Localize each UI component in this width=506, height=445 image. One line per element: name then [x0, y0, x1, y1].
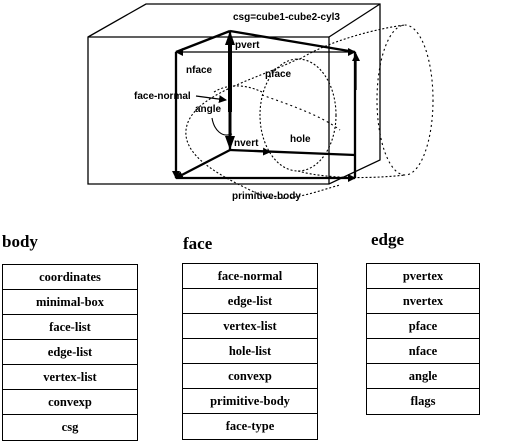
- face-attr-face-normal: face-normal: [183, 264, 317, 289]
- body-attr-coordinates: coordinates: [3, 265, 137, 290]
- angle-arc: [211, 85, 263, 136]
- edge-attr-pvertex: pvertex: [367, 264, 479, 289]
- face-attribute-table: face-normal edge-list vertex-list hole-l…: [182, 263, 318, 440]
- edge-attr-angle: angle: [367, 364, 479, 389]
- csg-label: csg=cube1-cube2-cyl3: [233, 12, 340, 23]
- edge-attr-pface: pface: [367, 314, 479, 339]
- face-attr-convexp: convexp: [183, 364, 317, 389]
- cube-body: [87, 3, 381, 185]
- body-attribute-table: coordinates minimal-box face-list edge-l…: [2, 264, 138, 441]
- edge-attr-flags: flags: [410, 394, 436, 408]
- edge-arrows: [172, 48, 360, 182]
- nvert-label: nvert: [234, 138, 259, 149]
- edge-attr-nface: nface: [367, 339, 479, 364]
- body-attr-edge-list: edge-list: [3, 340, 137, 365]
- face-attr-hole-list: hole-list: [183, 339, 317, 364]
- primitive-body-label: primitive-body: [232, 191, 301, 202]
- body-group-title: body: [2, 232, 38, 251]
- solid-model-diagram: csg=cube1-cube2-cyl3 pvert nface pface f…: [87, 3, 434, 202]
- nface-label: nface: [186, 65, 213, 76]
- body-attr-vertex-list: vertex-list: [3, 365, 137, 390]
- edge-attr-nvertex: nvertex: [367, 289, 479, 314]
- face-attr-primitive-body: primitive-body: [183, 389, 317, 414]
- face-group-title: face: [183, 234, 213, 253]
- face-normal-arrow: [195, 95, 227, 104]
- edge-attribute-table: pvertex nvertex pface nface angle flags: [366, 263, 480, 415]
- body-attr-csg: csg: [61, 420, 79, 434]
- body-attr-convexp: convexp: [3, 390, 137, 415]
- highlighted-edge: [225, 31, 235, 150]
- body-attr-minimal-box: minimal-box: [3, 290, 137, 315]
- face-attr-face-type: face-type: [225, 419, 275, 433]
- face-attr-edge-list: edge-list: [183, 289, 317, 314]
- body-attr-face-list: face-list: [3, 315, 137, 340]
- angle-label: angle: [195, 104, 222, 115]
- face-attr-vertex-list: vertex-list: [183, 314, 317, 339]
- pface-label: pface: [265, 69, 292, 80]
- edge-group-title: edge: [371, 230, 405, 249]
- hole-label: hole: [290, 134, 311, 145]
- face-normal-label: face-normal: [134, 91, 191, 102]
- pvert-label: pvert: [235, 40, 260, 51]
- cylinder-outline: [185, 24, 434, 199]
